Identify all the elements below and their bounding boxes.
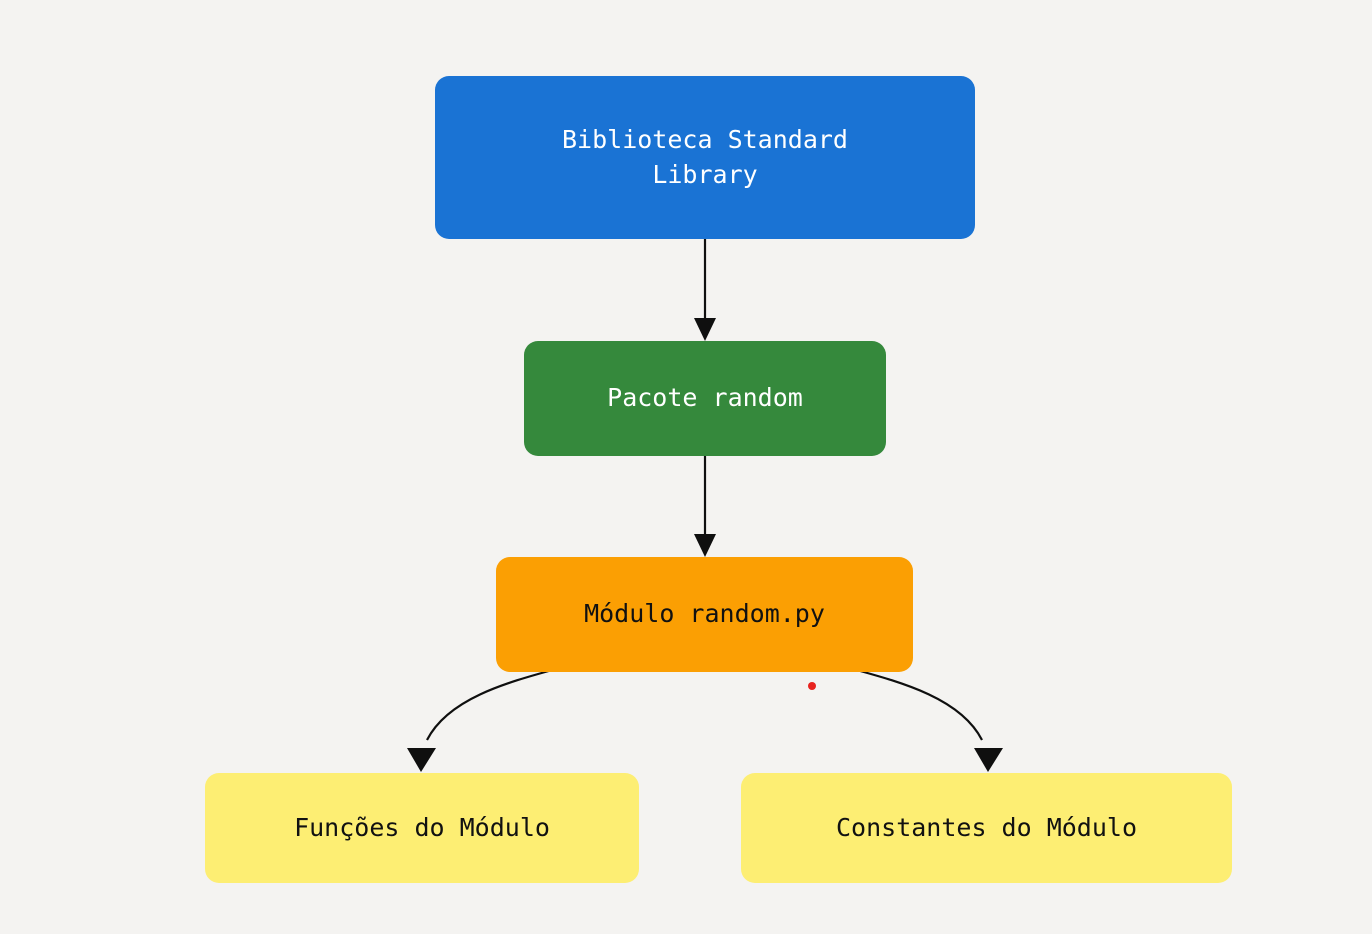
red-dot-marker bbox=[808, 682, 816, 690]
edge-package-to-module bbox=[694, 456, 716, 557]
edge-module-to-constants bbox=[852, 667, 1003, 772]
node-pacote-random[interactable]: Pacote random bbox=[524, 341, 886, 456]
node-label: Funções do Módulo bbox=[294, 812, 550, 842]
node-constantes-do-modulo[interactable]: Constantes do Módulo bbox=[741, 773, 1232, 883]
edge-stdlib-to-package bbox=[694, 239, 716, 341]
node-label: Módulo random.py bbox=[584, 599, 825, 629]
edge-module-to-functions bbox=[407, 667, 557, 772]
node-biblioteca-standard-library[interactable]: Biblioteca Standard Library bbox=[435, 76, 975, 239]
node-label: Constantes do Módulo bbox=[835, 812, 1138, 842]
node-funcoes-do-modulo[interactable]: Funções do Módulo bbox=[205, 773, 639, 883]
node-modulo-random-py[interactable]: Módulo random.py bbox=[496, 557, 913, 672]
node-label: Biblioteca Standard Library bbox=[562, 125, 848, 189]
node-label: Pacote random bbox=[607, 383, 803, 413]
